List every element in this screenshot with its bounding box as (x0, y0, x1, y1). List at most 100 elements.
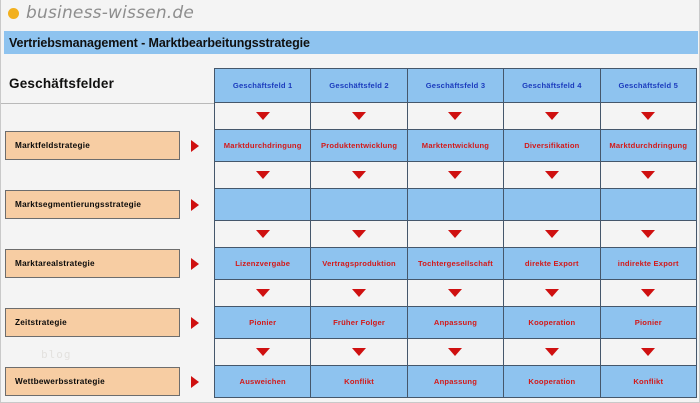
arrow-cell (599, 102, 698, 130)
arrow-cell (213, 338, 312, 366)
matrix-cell: Anpassung (406, 365, 505, 398)
arrow-cell (599, 279, 698, 307)
matrix-cell: Marktdurchdringung (599, 129, 698, 162)
matrix-cell: Lizenzvergabe (213, 247, 312, 280)
matrix-arrow-row (213, 161, 698, 189)
arrow-cell (310, 220, 408, 248)
matrix-column-header: Geschäftsfeld 2 (310, 68, 408, 103)
matrix-cell: indirekte Export (599, 247, 698, 280)
arrow-down-icon (448, 230, 463, 238)
matrix-cell: direkte Export (503, 247, 601, 280)
matrix-cell (406, 188, 505, 221)
arrow-down-icon (352, 348, 367, 356)
arrow-cell (213, 220, 312, 248)
blog-watermark: blog (41, 348, 72, 361)
arrow-cell (310, 338, 408, 366)
arrow-down-icon (544, 289, 559, 297)
arrow-cell (310, 279, 408, 307)
arrow-down-icon (255, 289, 270, 297)
strategy-label: Wettbewerbsstrategie (15, 377, 105, 386)
matrix-arrow-row (213, 102, 698, 130)
arrow-right-icon (191, 198, 199, 211)
matrix-column-header: Geschäftsfeld 3 (406, 68, 505, 103)
page-title: Vertriebsmanagement - Marktbearbeitungss… (9, 35, 310, 50)
arrow-down-icon (352, 230, 367, 238)
arrow-cell (503, 279, 601, 307)
strategy-label: Marktfeldstrategie (15, 141, 91, 150)
arrow-down-icon (544, 112, 559, 120)
arrow-down-icon (448, 289, 463, 297)
matrix-cell: Marktentwicklung (406, 129, 505, 162)
matrix-cell: Kooperation (503, 306, 601, 339)
arrow-down-icon (255, 348, 270, 356)
arrow-right-icon (191, 257, 199, 270)
brand-bar: business-wissen.de (1, 0, 699, 25)
matrix-cell: Anpassung (406, 306, 505, 339)
matrix-cell: Marktdurchdringung (213, 129, 312, 162)
arrow-cell (503, 161, 601, 189)
arrow-right-icon (191, 139, 199, 152)
arrow-down-icon (544, 230, 559, 238)
left-column-header: Geschäftsfelder (9, 76, 115, 91)
arrow-cell (599, 338, 698, 366)
brand-name: business-wissen.de (26, 2, 195, 23)
arrow-down-icon (544, 348, 559, 356)
matrix-cell: Pionier (599, 306, 698, 339)
arrow-down-icon (352, 171, 367, 179)
matrix-cell: Konflikt (599, 365, 698, 398)
arrow-cell (599, 220, 698, 248)
arrow-cell (406, 220, 505, 248)
strategy-label: Marktarealstrategie (15, 259, 95, 268)
matrix-arrow-row (213, 279, 698, 307)
arrow-down-icon (641, 230, 656, 238)
arrow-cell (406, 338, 505, 366)
matrix-column-header: Geschäftsfeld 1 (213, 68, 312, 103)
strategy-box: Marktsegmentierungsstrategie (5, 190, 180, 219)
matrix-cell: Früher Folger (310, 306, 408, 339)
strategy-label: Marktsegmentierungsstrategie (15, 200, 142, 209)
matrix-column-header: Geschäftsfeld 4 (503, 68, 601, 103)
matrix-cell (599, 188, 698, 221)
matrix-cell: Ausweichen (213, 365, 312, 398)
arrow-cell (406, 161, 505, 189)
arrow-down-icon (544, 171, 559, 179)
brand-dot-icon (8, 7, 19, 19)
matrix-cell (503, 188, 601, 221)
matrix-cell: Konflikt (310, 365, 408, 398)
arrow-down-icon (448, 171, 463, 179)
arrow-down-icon (255, 230, 270, 238)
arrow-down-icon (641, 112, 656, 120)
strategy-box: Zeitstrategie (5, 308, 180, 337)
arrow-cell (310, 102, 408, 130)
arrow-down-icon (448, 348, 463, 356)
arrow-right-icon (191, 316, 199, 329)
left-header-divider (1, 103, 214, 104)
matrix-arrow-row (213, 220, 698, 248)
strategy-box: Marktarealstrategie (5, 249, 180, 278)
arrow-cell (406, 279, 505, 307)
arrow-down-icon (255, 171, 270, 179)
slide-title-bar: Vertriebsmanagement - Marktbearbeitungss… (4, 31, 698, 54)
arrow-down-icon (448, 112, 463, 120)
arrow-cell (503, 102, 601, 130)
arrow-down-icon (641, 289, 656, 297)
matrix-cell: Vertragsproduktion (310, 247, 408, 280)
matrix-cell: Produktentwicklung (310, 129, 408, 162)
strategy-box: Wettbewerbsstrategie (5, 367, 180, 396)
arrow-down-icon (352, 289, 367, 297)
matrix-cell: Diversifikation (503, 129, 601, 162)
matrix-cell: Kooperation (503, 365, 601, 398)
arrow-cell (406, 102, 505, 130)
arrow-cell (213, 102, 312, 130)
arrow-cell (213, 279, 312, 307)
arrow-down-icon (641, 348, 656, 356)
matrix-column-header: Geschäftsfeld 5 (599, 68, 698, 103)
strategy-label: Zeitstrategie (15, 318, 67, 327)
